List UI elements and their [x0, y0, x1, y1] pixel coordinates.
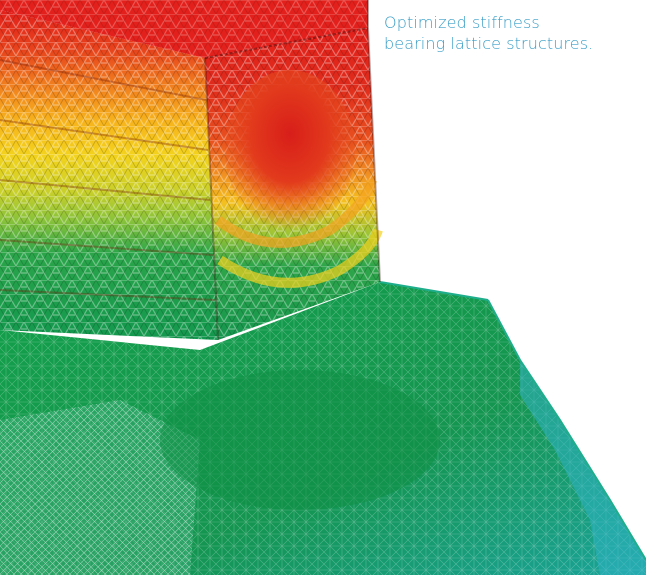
- figure-caption: Optimized stiffness bearing lattice stru…: [384, 12, 640, 54]
- caption-line-1: Optimized stiffness: [384, 13, 540, 32]
- caption-line-2: bearing lattice structures.: [384, 34, 594, 53]
